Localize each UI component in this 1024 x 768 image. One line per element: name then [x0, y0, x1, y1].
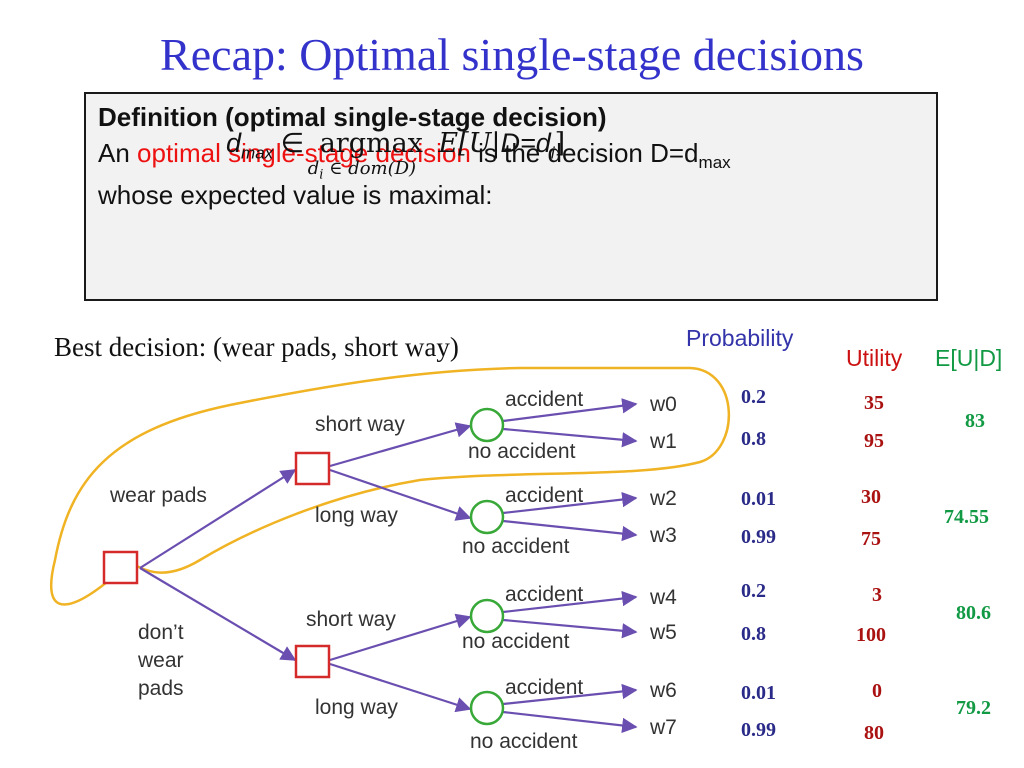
- formula-rhs-mid: D=d: [500, 128, 551, 158]
- chance-node-4: [469, 690, 505, 726]
- label-accident-1: accident: [505, 388, 583, 411]
- chance-node-3: [469, 598, 505, 634]
- header-utility: Utility: [846, 345, 903, 371]
- formula-rhs-pre: E[U|: [438, 128, 501, 159]
- definition-box: Definition (optimal single-stage decisio…: [84, 92, 938, 301]
- edge-w5: [502, 618, 638, 639]
- label-long-way-1: long way: [315, 504, 398, 527]
- label-long-way-2: long way: [315, 696, 398, 719]
- edge-long-way-2: [329, 662, 472, 713]
- expected-utility-1: 83: [965, 410, 985, 432]
- edge-w4: [502, 590, 638, 614]
- label-short-way-1: short way: [315, 413, 405, 436]
- label-no-accident-1: no accident: [468, 440, 576, 463]
- label-accident-3: accident: [505, 583, 583, 606]
- expected-utility-3: 80.6: [956, 602, 991, 624]
- best-decision-text: Best decision: (wear pads, short way): [54, 332, 459, 362]
- definition-line-1-sub: max: [698, 153, 731, 173]
- decision-node-pads: [102, 550, 139, 585]
- formula-under-var: d: [307, 158, 320, 179]
- formula-lhs: d: [226, 128, 242, 158]
- edge-w7: [502, 710, 638, 734]
- edge-w6: [502, 683, 638, 706]
- formula-subscript: di ∈ dom(D): [308, 158, 416, 183]
- edge-w0: [502, 398, 638, 423]
- utility-w6: 0: [872, 680, 882, 702]
- label-dont: don’t: [138, 621, 184, 644]
- label-w5: w5: [649, 621, 677, 644]
- expected-utility-2: 74.55: [944, 506, 989, 528]
- utility-w3: 75: [861, 528, 881, 550]
- label-wear-pads: wear pads: [109, 484, 207, 507]
- formula-in: ∈: [273, 128, 312, 158]
- label-w2: w2: [649, 487, 677, 510]
- label-short-way-2: short way: [306, 608, 396, 631]
- argmax-formula: dmax ∈ argmax di ∈ dom(D) E[U|D=di]: [226, 128, 566, 183]
- header-probability: Probability: [686, 325, 794, 351]
- probability-w1: 0.8: [741, 428, 766, 450]
- label-no-accident-2: no accident: [462, 535, 570, 558]
- formula-under-rest: ∈ dom(D): [329, 158, 417, 179]
- definition-highlight: optimal single-stage decision: [137, 138, 471, 168]
- label-no-accident-4: no accident: [470, 730, 578, 753]
- chance-node-2: [469, 499, 505, 535]
- utility-w1: 95: [864, 430, 884, 452]
- label-w6: w6: [649, 679, 677, 702]
- definition-line-2: whose expected value is maximal:: [98, 180, 493, 210]
- formula-lhs-sub: max: [241, 143, 274, 163]
- expected-utility-4: 79.2: [956, 697, 991, 719]
- probability-w2: 0.01: [741, 488, 776, 510]
- label-w0: w0: [649, 393, 677, 416]
- probability-w7: 0.99: [741, 719, 776, 741]
- probability-w0: 0.2: [741, 386, 766, 408]
- definition-line-1: An optimal single-stage decision is the …: [98, 138, 731, 173]
- definition-heading: Definition (optimal single-stage decisio…: [98, 102, 607, 132]
- formula-under-sub: i: [319, 167, 324, 183]
- probability-w4: 0.2: [741, 580, 766, 602]
- label-accident-2: accident: [505, 484, 583, 507]
- probability-w5: 0.8: [741, 623, 766, 645]
- label-w1: w1: [649, 430, 677, 453]
- utility-w0: 35: [864, 392, 884, 414]
- probability-w3: 0.99: [741, 526, 776, 548]
- definition-line-1-pre: An: [98, 138, 138, 168]
- decision-node-way-pads: [294, 451, 331, 486]
- edge-wear-pads: [139, 469, 297, 569]
- formula-operator: argmax: [319, 128, 423, 159]
- definition-line-1-post: is the decision D=d: [470, 138, 699, 168]
- edge-short-way-2: [329, 613, 472, 662]
- utility-w2: 30: [861, 486, 881, 508]
- best-decision-outline: [50, 366, 730, 606]
- label-accident-4: accident: [505, 676, 583, 699]
- label-wear: wear: [137, 649, 184, 672]
- utility-w5: 100: [856, 624, 886, 646]
- decision-node-way-no-pads: [294, 644, 331, 679]
- formula-rhs-sub: i: [550, 143, 555, 163]
- edge-long-way-1: [329, 468, 472, 521]
- probability-w6: 0.01: [741, 682, 776, 704]
- label-w4: w4: [649, 586, 677, 609]
- chance-node-1: [469, 407, 505, 443]
- edge-w2: [502, 491, 638, 515]
- label-w3: w3: [649, 524, 677, 547]
- edge-w1: [502, 427, 638, 448]
- label-w7: w7: [649, 716, 677, 739]
- label-no-accident-3: no accident: [462, 630, 570, 653]
- label-pads: pads: [138, 677, 184, 700]
- edge-w3: [502, 519, 638, 542]
- formula-rhs-post: ]: [554, 128, 566, 159]
- edge-short-way-1: [329, 422, 472, 468]
- utility-w7: 80: [864, 722, 884, 744]
- utility-w4: 3: [872, 584, 882, 606]
- header-expected-utility: E[U|D]: [935, 345, 1003, 371]
- edge-dont-wear-pads: [139, 567, 297, 661]
- slide-title: Recap: Optimal single-stage decisions: [160, 29, 864, 80]
